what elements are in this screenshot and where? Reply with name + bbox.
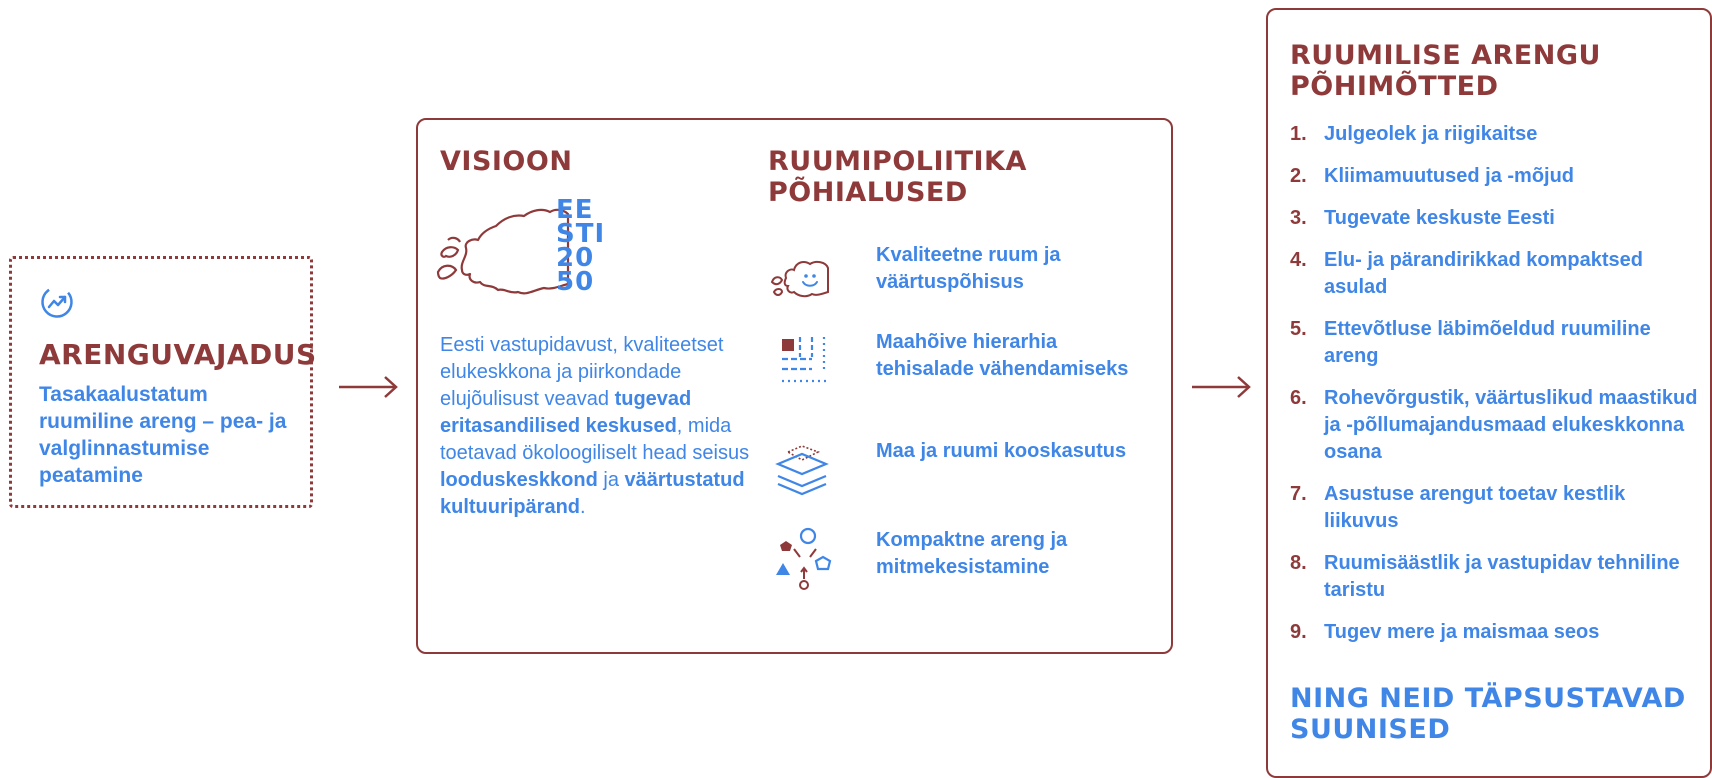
shapes-converging-icon [776,527,832,590]
vision-text-part: ja [597,469,625,491]
principle-item: 1. Julgeolek ja riigikaitse [1290,121,1705,148]
policy-title: RUUMIPOLIITIKA PÕHIALUSED [768,146,1027,208]
principle-label: Ruumisäästlik ja vastupidav tehniline ta… [1324,552,1680,601]
principle-item: 7. Asustuse arengut toetav kestlik liikuv… [1290,481,1705,535]
arrow-right-icon [339,376,398,398]
estonia-map-icon [436,208,570,295]
principle-label: Elu- ja pärandirikkad kompaktsed asulad [1324,249,1643,298]
logo-line-4: 50 [556,267,595,297]
principle-number: 3. [1290,207,1307,229]
principle-number: 1. [1290,123,1307,145]
principle-label: Asustuse arengut toetav kestlik liikuvus [1324,483,1626,532]
principle-number: 7. [1290,483,1307,505]
principle-number: 5. [1290,318,1307,340]
layers-icon [775,445,829,496]
eesti-2050-logo: EE STI 20 50 [556,195,638,297]
vision-text-part: , mida toetavad ökoloogiliselt head seis… [440,415,750,464]
principle-item: 9. Tugev mere ja maismaa seos [1290,619,1705,646]
principle-label: Kliimamuutused ja -mõjud [1324,165,1575,187]
policy-item: Maahõive hierarhia tehisalade vähendamis… [768,329,1158,419]
trending-up-circle-icon [41,286,73,318]
grid-hierarchy-icon [782,337,826,383]
logo-line-1: EE [556,195,594,225]
principle-item: 6. Rohevõrgustik, väärtuslikud maastikud … [1290,385,1705,466]
arrow-right-icon [1192,376,1251,398]
principle-label: Ettevõtluse läbimõeldud ruumiline areng [1324,318,1651,367]
principle-item: 2. Kliimamuutused ja -mõjud [1290,163,1705,190]
principle-number: 2. [1290,165,1307,187]
principle-label: Rohevõrgustik, väärtuslikud maastikud ja… [1324,387,1698,463]
principle-label: Julgeolek ja riigikaitse [1324,123,1538,145]
vision-text-bold: väärtustatud kultuuripärand [440,469,745,518]
principle-number: 6. [1290,387,1307,409]
principle-number: 9. [1290,621,1307,643]
policy-item-label: Maahõive hierarhia tehisalade vähendamis… [876,331,1129,380]
vision-text-bold: tugevad eritasandilised keskused [440,388,692,437]
vision-text-bold: looduskeskkond [440,469,598,491]
guidelines-title: NING NEID TÄPSUSTAVAD SUUNISED [1290,683,1686,745]
principle-number: 4. [1290,249,1307,271]
logo-line-2: STI [556,219,606,249]
policy-item-label: Kompaktne areng ja mitmekesistamine [876,529,1068,578]
principle-label: Tugev mere ja maismaa seos [1324,621,1600,643]
principles-title: RUUMILISE ARENGU PÕHIMÕTTED [1290,40,1601,102]
policy-item: Kvaliteetne ruum ja väärtuspõhisus [768,242,1158,332]
principles-box: RUUMILISE ARENGU PÕHIMÕTTED 1. Julgeolek … [1266,8,1712,778]
policy-item-label: Maa ja ruumi kooskasutus [876,440,1127,462]
policy-item: Kompaktne areng ja mitmekesistamine [768,527,1158,617]
policy-item: Maa ja ruumi kooskasutus [768,438,1158,528]
principle-item: 4. Elu- ja pärandirikkad kompaktsed asula… [1290,247,1705,301]
principle-number: 8. [1290,552,1307,574]
development-need-title: ARENGUVAJADUS [39,338,317,371]
vision-policy-box: VISIOON EE STI 20 50 Eesti vastupidavust… [416,118,1173,654]
policy-item-label: Kvaliteetne ruum ja väärtuspõhisus [876,244,1061,293]
development-need-box: ARENGUVAJADUS Tasakaalustatum ruumiline … [9,256,316,508]
principles-list: 1. Julgeolek ja riigikaitse 2. Kliimamuutu… [1290,121,1705,661]
smiling-map-icon [770,260,829,298]
principle-label: Tugevate keskuste Eesti [1324,207,1555,229]
vision-text-part: Eesti vastupidavust, kvaliteetset elukes… [440,334,724,410]
vision-title: VISIOON [440,146,573,177]
vision-text: Eesti vastupidavust, kvaliteetset elukes… [440,332,770,521]
development-need-text: Tasakaalustatum ruumiline areng – pea- j… [39,383,287,487]
vision-text-part: . [580,496,586,518]
logo-line-3: 20 [556,243,595,273]
principle-item: 3. Tugevate keskuste Eesti [1290,205,1705,232]
principle-item: 5. Ettevõtluse läbimõeldud ruumiline aren… [1290,316,1705,370]
principle-item: 8. Ruumisäästlik ja vastupidav tehniline … [1290,550,1705,604]
